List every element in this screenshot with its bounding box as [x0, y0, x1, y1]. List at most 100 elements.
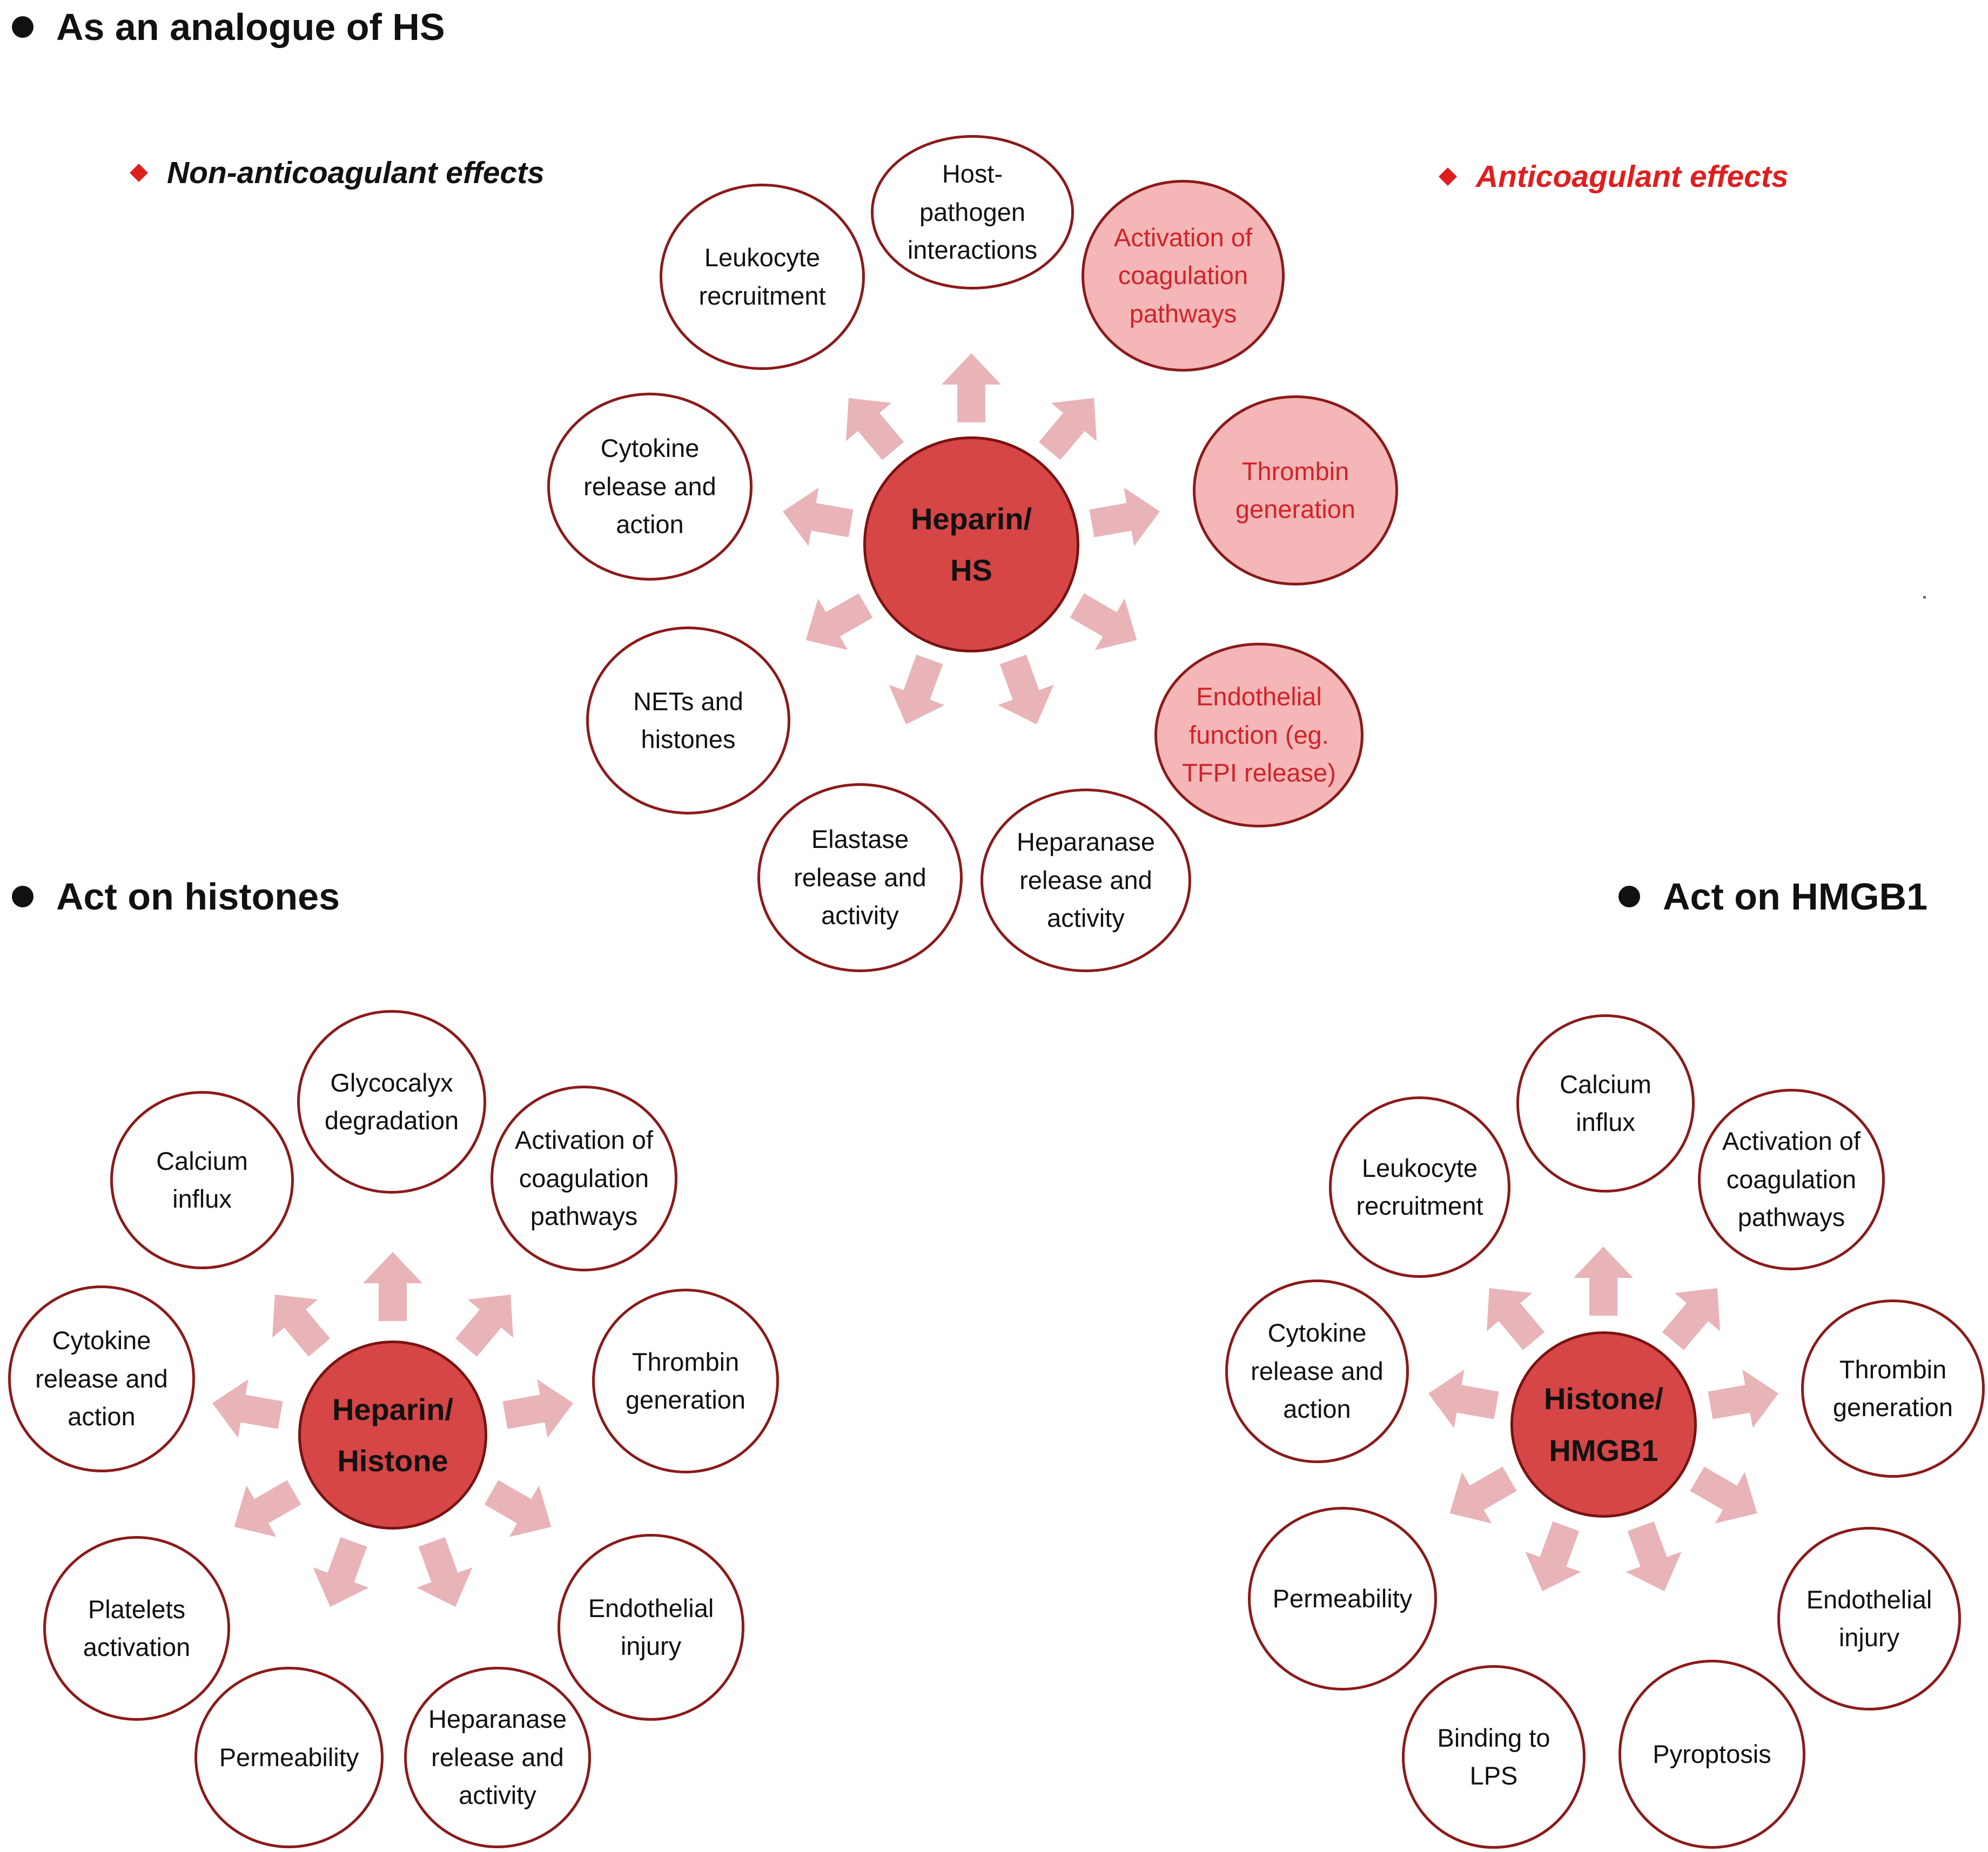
- radial-arrow-shape: [845, 398, 904, 460]
- radial-arrow-shape: [502, 1379, 573, 1438]
- effect-node-endothelial-injury: Endothelial injury: [1777, 1527, 1961, 1710]
- effect-node-cytokine: Cytokine release and action: [547, 393, 753, 581]
- effect-node-glycocalyx: Glycocalyx degradation: [297, 1010, 486, 1194]
- radial-arrow-shape: [484, 1479, 552, 1537]
- radial-arrow-shape: [234, 1479, 301, 1537]
- radial-arrow-shape: [1089, 487, 1160, 546]
- radial-arrow-shape: [1039, 398, 1097, 460]
- radial-arrow-shape: [942, 353, 1001, 422]
- effect-node-thrombin-generation: Thrombin generation: [592, 1289, 779, 1473]
- effect-node-pyroptosis: Pyroptosis: [1618, 1660, 1805, 1849]
- bullet-icon: [12, 886, 33, 907]
- radial-arrow-shape: [998, 654, 1054, 724]
- radial-arrow-body: [1089, 487, 1160, 546]
- effect-node-heparanase: Heparanase release and activity: [980, 789, 1191, 972]
- effect-node-cytokine: Cytokine release and action: [1225, 1279, 1409, 1463]
- radial-arrow-shape: [1662, 1288, 1721, 1350]
- radial-arrow-shape: [805, 593, 873, 650]
- radial-arrow-shape: [1428, 1369, 1499, 1429]
- radial-arrow-shape: [1625, 1521, 1682, 1592]
- radial-arrow-body: [783, 487, 854, 546]
- effect-node-host-pathogen: Host- pathogen interactions: [871, 135, 1074, 289]
- radial-arrow-body: [845, 398, 904, 460]
- legend-anticoagulant: Anticoagulant effects: [1439, 159, 1789, 194]
- radial-arrow-shape: [313, 1537, 369, 1607]
- effect-node-leukocyte: Leukocyte recruitment: [1329, 1096, 1510, 1278]
- radial-arrow-shape: [1525, 1521, 1581, 1592]
- effect-node-permeability: Permeability: [1248, 1507, 1437, 1691]
- effect-node-cytokine: Cytokine release and action: [8, 1285, 195, 1472]
- radial-arrow-body: [1708, 1369, 1778, 1429]
- radial-arrow-body: [272, 1295, 331, 1357]
- effect-node-thrombin-generation: Thrombin generation: [1193, 395, 1398, 585]
- radial-arrow-body: [1039, 398, 1097, 460]
- effect-node-endothelial-function: Endothelial function (eg. TFPI release): [1154, 643, 1364, 827]
- bullet-icon: [1618, 886, 1640, 907]
- radial-arrow-shape: [1070, 593, 1137, 650]
- section-heading-text: Act on histones: [56, 876, 340, 918]
- effect-node-coagulation-activation: Activation of coagulation pathways: [1698, 1089, 1885, 1270]
- effect-node-permeability: Permeability: [194, 1667, 384, 1848]
- radial-arrow-body: [1070, 593, 1137, 650]
- legend-anticoagulant-label: Anticoagulant effects: [1476, 159, 1789, 194]
- radial-arrow-body: [212, 1379, 283, 1438]
- hub-heparin-hs: Heparin/ HS: [863, 436, 1079, 652]
- section-heading-text: Act on HMGB1: [1663, 876, 1927, 918]
- radial-arrow-body: [1428, 1369, 1499, 1429]
- radial-arrow-body: [502, 1379, 573, 1438]
- radial-arrow-body: [363, 1252, 422, 1321]
- bullet-icon: [12, 16, 33, 38]
- hub-heparin-histone: Heparin/ Histone: [298, 1341, 487, 1530]
- hub-histone-hmgb1: Histone/ HMGB1: [1510, 1331, 1697, 1518]
- radial-arrow-shape: [1574, 1247, 1633, 1316]
- radial-arrow-body: [417, 1537, 473, 1607]
- radial-arrow-body: [998, 654, 1054, 724]
- radial-arrow-shape: [1690, 1466, 1757, 1524]
- stray-mark: [1923, 596, 1926, 598]
- section-heading-hmgb1: Act on HMGB1: [1618, 875, 1927, 918]
- radial-arrow-body: [455, 1295, 513, 1357]
- effect-node-calcium-influx: Calcium influx: [110, 1091, 294, 1269]
- radial-arrow-body: [1449, 1466, 1516, 1524]
- radial-arrow-body: [1625, 1521, 1682, 1592]
- radial-arrow-body: [234, 1479, 301, 1537]
- effect-node-thrombin-generation: Thrombin generation: [1801, 1299, 1985, 1478]
- effect-node-leukocyte: Leukocyte recruitment: [660, 184, 865, 370]
- diamond-icon: [1439, 167, 1457, 186]
- radial-arrow-body: [805, 593, 873, 650]
- radial-arrow-body: [313, 1537, 369, 1607]
- effect-node-coagulation-activation: Activation of coagulation pathways: [491, 1086, 677, 1271]
- radial-arrow-shape: [1708, 1369, 1778, 1429]
- section-heading-text: As an analogue of HS: [56, 6, 445, 48]
- radial-arrow-shape: [783, 487, 854, 546]
- effect-node-coagulation-activation: Activation of coagulation pathways: [1082, 180, 1285, 372]
- radial-arrow-shape: [1449, 1466, 1516, 1524]
- radial-arrow-shape: [212, 1379, 283, 1438]
- section-heading-hs-analogue: As an analogue of HS: [12, 5, 445, 49]
- legend-non-anticoagulant-label: Non-anticoagulant effects: [167, 156, 545, 190]
- effect-node-calcium-influx: Calcium influx: [1516, 1014, 1695, 1193]
- radial-arrow-shape: [417, 1537, 473, 1607]
- radial-arrow-body: [1486, 1288, 1544, 1350]
- radial-arrow-shape: [272, 1295, 331, 1357]
- effect-node-endothelial-injury: Endothelial injury: [558, 1534, 744, 1721]
- effect-node-elastase: Elastase release and activity: [757, 783, 963, 972]
- radial-arrow-body: [484, 1479, 552, 1537]
- diamond-icon: [130, 164, 148, 182]
- effect-node-nets-histones: NETs and histones: [586, 627, 790, 814]
- radial-arrow-shape: [455, 1295, 513, 1357]
- radial-arrow-body: [1525, 1521, 1581, 1592]
- effect-node-binding-lps: Binding to LPS: [1402, 1665, 1586, 1849]
- legend-non-anticoagulant: Non-anticoagulant effects: [130, 155, 545, 191]
- radial-arrow-body: [1662, 1288, 1721, 1350]
- radial-arrow-body: [1574, 1247, 1633, 1316]
- radial-arrow-shape: [363, 1252, 422, 1321]
- radial-arrow-body: [942, 353, 1001, 422]
- radial-arrow-shape: [1486, 1288, 1544, 1350]
- effect-node-platelets-activation: Platelets activation: [43, 1536, 230, 1721]
- section-heading-histones: Act on histones: [12, 875, 340, 918]
- radial-arrow-body: [889, 654, 945, 724]
- effect-node-heparanase: Heparanase release and activity: [404, 1667, 591, 1848]
- radial-arrow-body: [1690, 1466, 1757, 1524]
